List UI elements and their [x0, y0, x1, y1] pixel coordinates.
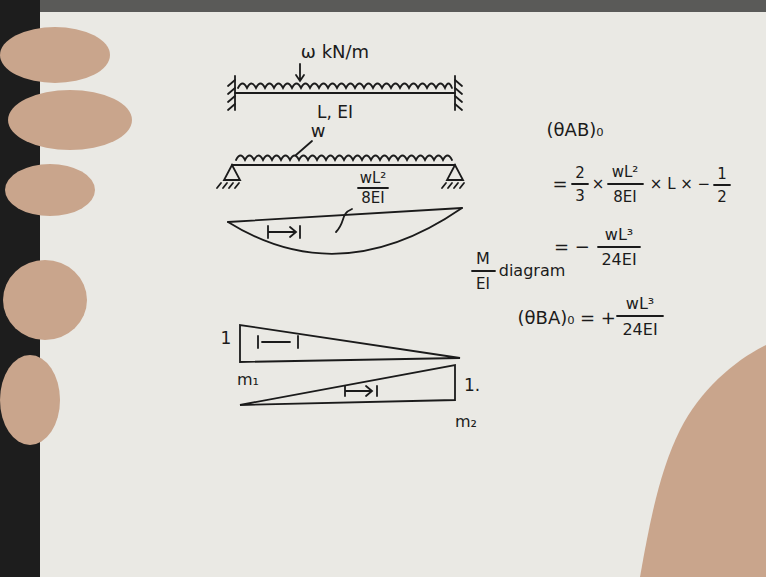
handwritten-label: (θBA)₀	[518, 309, 575, 327]
finger	[0, 27, 110, 83]
fraction-bar	[608, 183, 643, 185]
finger	[0, 355, 60, 445]
handwritten-label: wL²	[360, 171, 387, 186]
fraction-bar	[714, 184, 730, 186]
handwritten-label: 8EI	[613, 190, 636, 205]
hand	[0, 27, 766, 577]
handwritten-label: 1	[717, 167, 727, 182]
sign-mark	[258, 336, 298, 348]
beam	[235, 92, 455, 94]
handwritten-label: × L × −	[650, 177, 710, 192]
finger	[8, 90, 132, 150]
fraction-bar	[472, 270, 495, 272]
handwritten-label: m₂	[455, 414, 477, 430]
distributed-load	[238, 84, 452, 89]
fraction-bar	[617, 315, 663, 317]
handwritten-label: m₁	[237, 372, 259, 388]
handwritten-label: 2	[575, 166, 585, 181]
handwritten-label: wL³	[605, 227, 633, 243]
parabola	[228, 208, 462, 254]
sign-arrow	[345, 386, 377, 396]
fraction-bar	[572, 183, 588, 185]
handwritten-label: = −	[554, 238, 590, 256]
handwritten-label: 8EI	[361, 191, 384, 206]
support	[447, 165, 463, 180]
fraction-bar	[598, 246, 640, 248]
finger	[3, 260, 87, 340]
handwritten-label: ω kN/m	[301, 43, 369, 61]
support-hatch	[217, 183, 239, 188]
fraction-bar	[358, 187, 388, 189]
finger	[5, 164, 95, 216]
sign-arrow	[268, 226, 300, 238]
support-hatch	[442, 183, 464, 188]
hand-right	[640, 345, 766, 577]
leader-line	[296, 141, 312, 155]
drawing	[217, 64, 730, 405]
handwritten-label: wL²	[612, 165, 639, 180]
handwritten-label: = +	[580, 309, 616, 327]
beam	[232, 164, 455, 166]
handwritten-label: M	[476, 251, 490, 267]
m2-diagram	[240, 365, 455, 405]
top-edge	[0, 0, 766, 12]
handwritten-label: diagram	[499, 263, 566, 279]
handwritten-label: 1	[221, 330, 232, 347]
handwritten-label: EI	[476, 277, 490, 292]
handwritten-label: (θAB)₀	[547, 121, 604, 139]
support	[224, 165, 240, 180]
handwritten-label: =	[552, 175, 567, 193]
handwritten-label: 1.	[464, 377, 480, 394]
handwritten-label: 24EI	[622, 322, 657, 338]
handwritten-label: 2	[717, 190, 727, 205]
handwritten-label: ×	[592, 177, 605, 192]
wall-hatch	[455, 80, 462, 110]
handwritten-label: wL³	[626, 296, 654, 312]
m1-diagram	[240, 325, 460, 362]
handwritten-label: L, EI	[317, 104, 353, 121]
wall-hatch	[228, 80, 235, 110]
distributed-load	[236, 156, 452, 161]
handwritten-label: 24EI	[601, 252, 636, 268]
leader-line	[336, 209, 352, 232]
handwritten-label: 3	[575, 189, 585, 204]
handwritten-label: w	[311, 122, 326, 140]
load-arrow	[296, 64, 304, 81]
